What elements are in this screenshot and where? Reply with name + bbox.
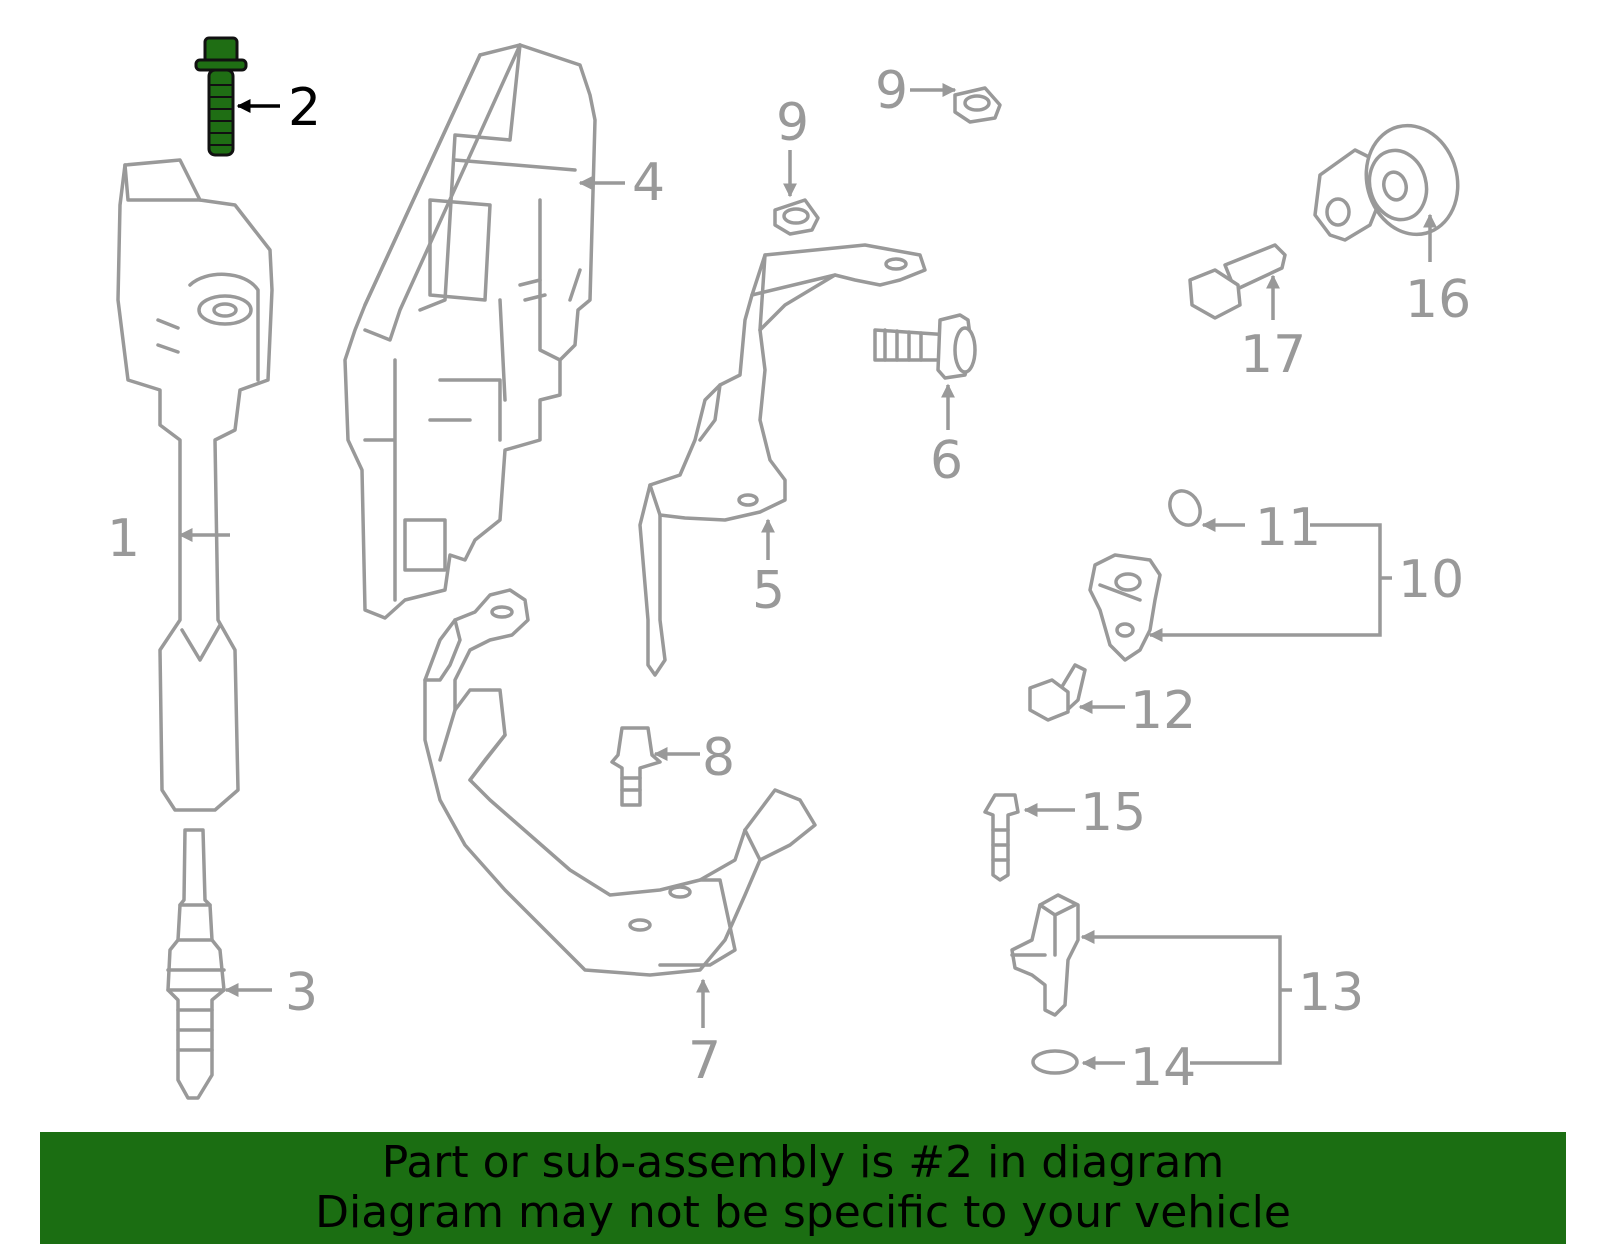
nut-part-9-upper[interactable] — [953, 86, 1002, 124]
bolt-part-8[interactable] — [610, 726, 662, 807]
bracket-part-7[interactable] — [423, 588, 817, 977]
spark-plug-part-3[interactable] — [166, 828, 226, 1100]
callout-5: 5 — [752, 561, 785, 621]
ignition-coil-part-1[interactable] — [116, 158, 274, 812]
bracket-part-5[interactable] — [638, 243, 927, 677]
callout-11: 11 — [1255, 498, 1321, 558]
callout-4: 4 — [632, 153, 665, 213]
knock-sensor-part-16[interactable] — [1313, 115, 1470, 245]
sensor-part-13[interactable] — [1010, 893, 1080, 1017]
info-banner: Part or sub-assembly is #2 in diagram Di… — [40, 1132, 1566, 1244]
callout-13: 13 — [1298, 963, 1364, 1023]
leader-lines — [178, 83, 1437, 1070]
callout-8: 8 — [702, 728, 735, 788]
callout-15: 15 — [1080, 783, 1146, 843]
banner-line-1: Part or sub-assembly is #2 in diagram — [381, 1137, 1225, 1188]
callout-1: 1 — [107, 509, 140, 569]
bolt-part-15[interactable] — [983, 793, 1020, 882]
o-ring-part-14[interactable] — [1031, 1049, 1079, 1075]
callout-16: 16 — [1405, 270, 1471, 330]
callout-12: 12 — [1130, 681, 1196, 741]
callout-9-upper: 9 — [875, 61, 908, 121]
callout-2: 2 — [288, 78, 321, 138]
nut-part-9-lower[interactable] — [773, 198, 820, 236]
o-ring-part-11[interactable] — [1164, 485, 1206, 530]
callout-7: 7 — [688, 1031, 721, 1091]
bolt-part-17[interactable] — [1188, 243, 1287, 320]
bolt-part-6[interactable] — [873, 313, 977, 380]
callout-14: 14 — [1130, 1038, 1196, 1098]
callout-10: 10 — [1398, 550, 1464, 610]
callout-17: 17 — [1240, 325, 1306, 385]
sensor-part-10[interactable] — [1088, 553, 1162, 662]
bolt-part-12[interactable] — [1028, 663, 1087, 722]
bolt-part-2[interactable] — [194, 36, 248, 157]
callout-9-lower: 9 — [776, 93, 809, 153]
callout-3: 3 — [285, 963, 318, 1023]
engine-control-module-bracket-part-4[interactable] — [343, 43, 597, 620]
callout-6: 6 — [930, 431, 963, 491]
banner-line-2: Diagram may not be specific to your vehi… — [315, 1187, 1291, 1238]
callout-labels: 1 2 3 4 5 6 7 8 9 9 10 11 12 13 14 15 16… — [107, 61, 1471, 1098]
